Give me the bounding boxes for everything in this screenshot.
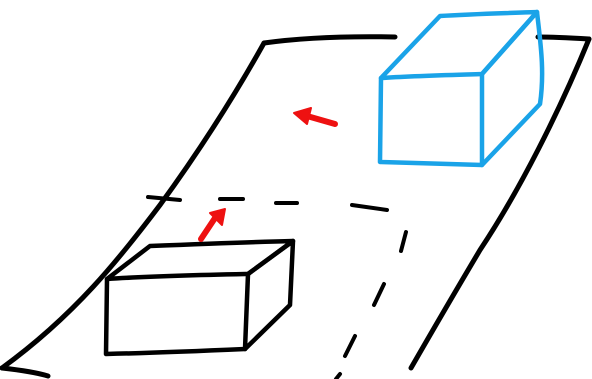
black-car-side-face (242, 238, 296, 352)
road-top-edge-right (535, 34, 592, 42)
black-car-box (103, 238, 296, 357)
horizontal-dashed-lane-line (146, 195, 389, 212)
blue-car-side-face (479, 9, 545, 168)
lane-dash (372, 282, 386, 307)
black-car-front-face (103, 271, 251, 357)
arrow-shaft (198, 215, 218, 242)
road-top-edge (261, 34, 398, 46)
arrow-head (293, 107, 312, 125)
blue-car-motion-arrow (293, 107, 338, 127)
arrow-head (209, 208, 226, 226)
black-car-motion-arrow (198, 208, 226, 242)
vertical-dashed-lane-line (334, 230, 408, 379)
road-right-edge (408, 36, 592, 371)
blue-car-front-face (377, 71, 485, 168)
road-bottom-edge (0, 365, 51, 379)
blue-car-box (377, 9, 545, 168)
lane-dash (146, 195, 182, 202)
lane-dash (399, 230, 408, 253)
lane-dash (334, 372, 342, 379)
road-surface (0, 34, 592, 379)
arrow-shaft (304, 113, 338, 127)
blue-car-top-face (378, 9, 540, 81)
lane-dash (343, 334, 357, 358)
lane-dash (350, 203, 389, 212)
road-left-edge (0, 40, 267, 371)
